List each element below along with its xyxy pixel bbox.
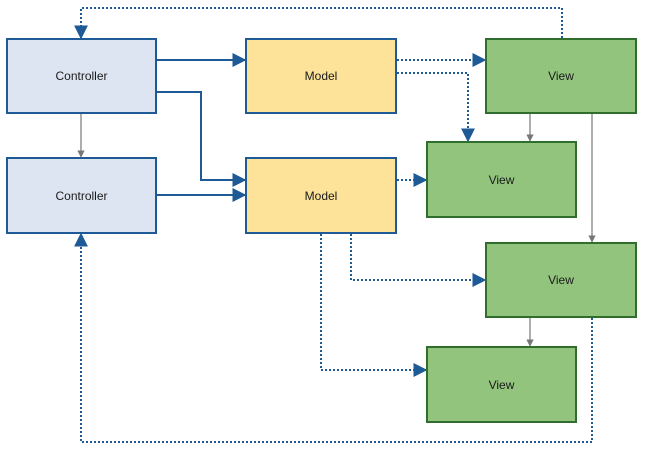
edge-model1-view2 bbox=[397, 72, 475, 143]
controller-box-2: Controller bbox=[6, 157, 157, 234]
view-label-1: View bbox=[548, 69, 574, 83]
model-box-2: Model bbox=[245, 157, 397, 234]
edge-view3-controller2 bbox=[74, 232, 593, 443]
view-box-3: View bbox=[485, 242, 637, 318]
view-label-4: View bbox=[488, 377, 515, 392]
controller-label-1: Controller bbox=[55, 69, 108, 83]
edge-model2-view3 bbox=[350, 234, 487, 287]
model-label-2: Model bbox=[304, 188, 338, 203]
model-label-1: Model bbox=[304, 69, 338, 83]
view-box-4: View bbox=[426, 346, 577, 423]
controller-box-1: Controller bbox=[6, 38, 157, 114]
edge-view1-controller1 bbox=[74, 7, 563, 40]
view-box-1: View bbox=[485, 38, 637, 114]
edge-model2-view4 bbox=[320, 234, 428, 377]
view-label-2: View bbox=[488, 172, 515, 187]
edge-controller1-model2 bbox=[157, 91, 247, 187]
view-box-2: View bbox=[426, 141, 577, 218]
view-label-3: View bbox=[548, 273, 574, 287]
model-box-1: Model bbox=[245, 38, 397, 114]
controller-label-2: Controller bbox=[55, 188, 108, 203]
